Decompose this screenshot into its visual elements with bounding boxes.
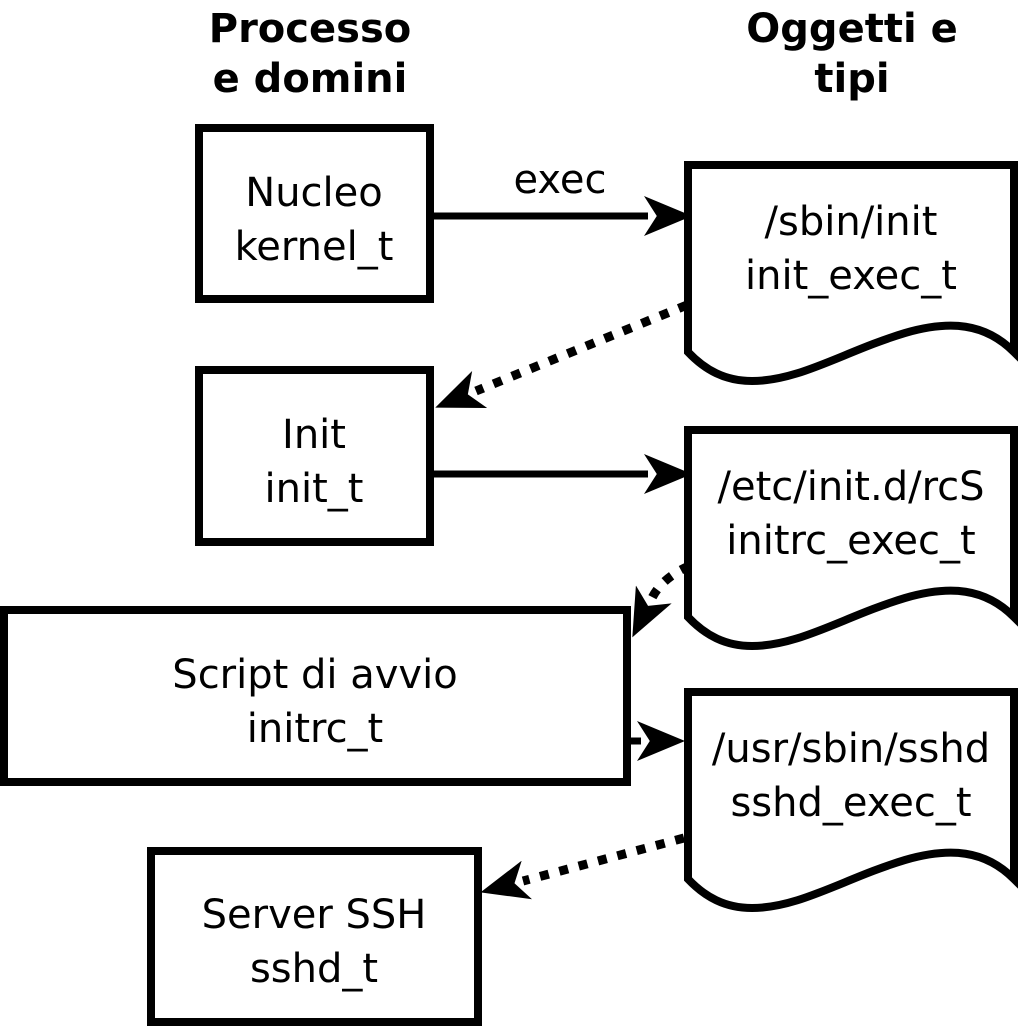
object-initrc-exec-type: initrc_exec_t <box>726 518 975 564</box>
process-box-init-rect <box>195 366 434 546</box>
transition-arrow-sshd-exec-to-sshd <box>480 833 686 900</box>
process-init-name: Init <box>282 412 346 458</box>
process-box-sshd-rect <box>147 847 482 1026</box>
process-box-kernel-rect <box>195 124 434 303</box>
header-processes-line2: e domini <box>213 56 408 102</box>
process-init-type: init_t <box>265 466 364 512</box>
process-kernel-type: kernel_t <box>235 224 394 270</box>
process-initrc-type: initrc_t <box>247 706 384 752</box>
process-initrc-name: Script di avvio <box>172 652 457 698</box>
header-processes-line1: Processo <box>209 6 411 52</box>
exec-arrow-label: exec <box>514 157 607 203</box>
process-sshd-type: sshd_t <box>250 946 378 992</box>
process-sshd-name: Server SSH <box>202 892 427 938</box>
transition-arrow-initrc-exec-to-initrc <box>632 561 691 638</box>
process-box-initrc-rect <box>0 606 631 786</box>
process-kernel-name: Nucleo <box>245 170 382 216</box>
object-init-exec-path: /sbin/init <box>765 199 938 245</box>
header-objects-line1: Oggetti e <box>746 6 957 52</box>
object-doc-init-exec: /sbin/init init_exec_t <box>684 161 1018 386</box>
object-initrc-exec-path: /etc/init.d/rcS <box>717 464 984 510</box>
transition-arrow-init-exec-to-init <box>435 300 689 409</box>
document-shape-init-exec <box>684 161 1018 386</box>
column-header-processes: Processo e domini <box>209 6 411 102</box>
process-box-sshd: Server SSH sshd_t <box>147 847 482 1026</box>
header-objects-line2: tipi <box>814 56 889 102</box>
process-box-initrc: Script di avvio initrc_t <box>0 606 631 786</box>
column-header-objects: Oggetti e tipi <box>746 6 957 102</box>
object-init-exec-type: init_exec_t <box>745 253 957 299</box>
document-shape-initrc-exec <box>684 426 1018 651</box>
process-box-init: Init init_t <box>195 366 434 546</box>
object-doc-initrc-exec: /etc/init.d/rcS initrc_exec_t <box>684 426 1018 651</box>
object-sshd-exec-type: sshd_exec_t <box>730 780 971 826</box>
object-sshd-exec-path: /usr/sbin/sshd <box>712 726 990 772</box>
document-shape-sshd-exec <box>684 688 1018 913</box>
object-doc-sshd-exec: /usr/sbin/sshd sshd_exec_t <box>684 688 1018 913</box>
process-box-kernel: Nucleo kernel_t <box>195 124 434 303</box>
